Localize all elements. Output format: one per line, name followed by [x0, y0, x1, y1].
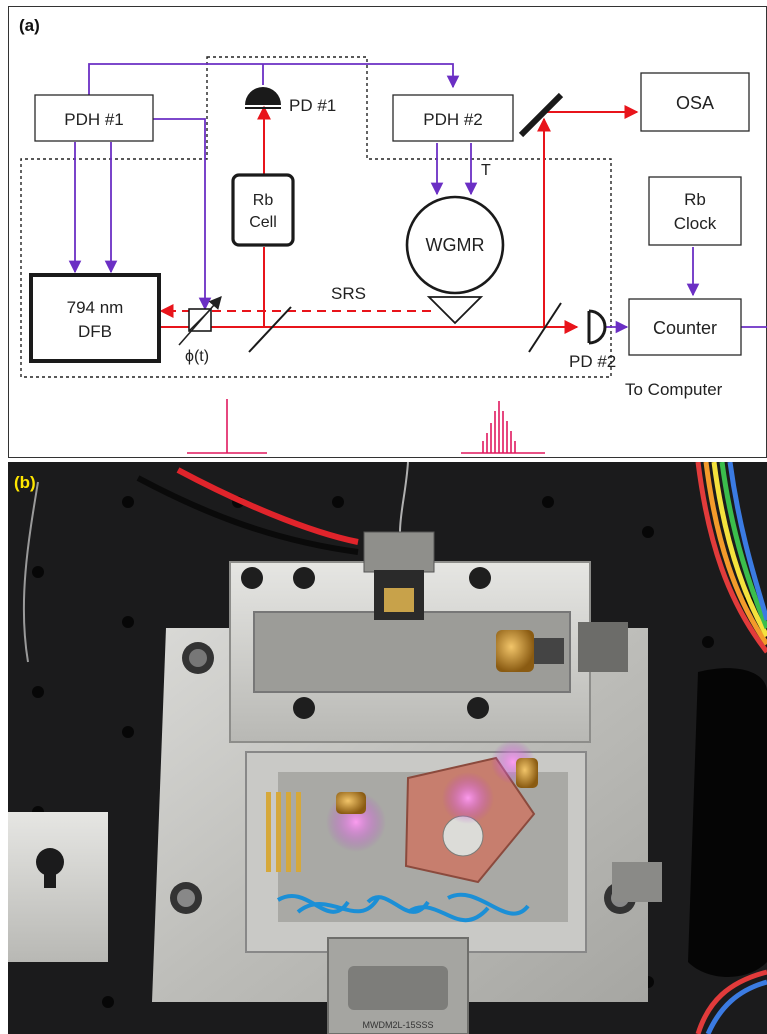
- side-bracket: [8, 812, 108, 962]
- rb-clock-label-line1: Rb: [684, 190, 706, 209]
- brass-collimator-right: [516, 758, 538, 788]
- db-connector-shell: [348, 966, 448, 1010]
- pd2-label: PD #2: [569, 352, 616, 371]
- dfb-laser-box: [31, 275, 159, 361]
- osa-label: OSA: [676, 93, 714, 113]
- pd2-photodiode: [589, 311, 605, 343]
- to-computer-label: To Computer: [625, 380, 723, 399]
- panel-a-label: (a): [19, 16, 40, 35]
- beam-splitter-1: [249, 307, 291, 352]
- sma-port-lower: [612, 862, 662, 902]
- housing-screw-2: [293, 567, 315, 589]
- mount-hole-inner: [189, 649, 207, 667]
- schematic-panel: (a) PDH #1 PDH #2 OSA Rb Cell Rb Clock 7…: [8, 6, 767, 458]
- pdh1-label: PDH #1: [64, 110, 124, 129]
- connector-label: MWDM2L-15SSS: [362, 1020, 433, 1030]
- t-label: T: [481, 162, 491, 179]
- top-connector: [364, 532, 434, 572]
- rb-cell-box: [233, 175, 293, 245]
- coupling-prism: [429, 297, 481, 323]
- dfb-label-line1: 794 nm: [67, 298, 124, 317]
- rb-cell-label-line1: Rb: [253, 192, 274, 209]
- counter-label: Counter: [653, 318, 717, 338]
- pd1-label: PD #1: [289, 96, 336, 115]
- fold-mirror: [521, 95, 561, 135]
- panel-b-label: (b): [14, 473, 36, 492]
- rb-clock-box: [649, 177, 741, 245]
- single-line-spectrum: [187, 399, 267, 453]
- srs-label: SRS: [331, 284, 366, 303]
- wgmr-label: WGMR: [426, 235, 485, 255]
- device-photo: MWDM2L-15SSS (b): [8, 462, 767, 1034]
- rb-cell-label-line2: Cell: [249, 214, 277, 231]
- comb-spectrum: [461, 401, 545, 453]
- top-connector-pins: [384, 588, 414, 612]
- brass-collimator-upper: [496, 630, 534, 672]
- mount-screw-left-head: [177, 889, 195, 907]
- dfb-label-line2: DFB: [78, 322, 112, 341]
- phase-label: ϕ(t): [185, 348, 209, 365]
- rb-clock-label-line2: Clock: [674, 214, 717, 233]
- pdh2-label: PDH #2: [423, 110, 483, 129]
- photo-panel: MWDM2L-15SSS (b): [8, 462, 767, 1034]
- housing-screw-3: [469, 567, 491, 589]
- sma-port-upper: [578, 622, 628, 672]
- pd1-photodiode: [245, 87, 281, 105]
- housing-screw-4: [293, 697, 315, 719]
- housing-screw-1: [241, 567, 263, 589]
- schematic-diagram: (a) PDH #1 PDH #2 OSA Rb Cell Rb Clock 7…: [9, 7, 767, 459]
- bracket-keyhole-slot: [44, 862, 56, 888]
- tunable-arrow: [179, 297, 221, 345]
- laser-glow-center: [442, 772, 494, 824]
- housing-screw-5: [467, 697, 489, 719]
- collimator-body: [534, 638, 564, 664]
- brass-collimator-left: [336, 792, 366, 814]
- lens-tube: [688, 668, 767, 977]
